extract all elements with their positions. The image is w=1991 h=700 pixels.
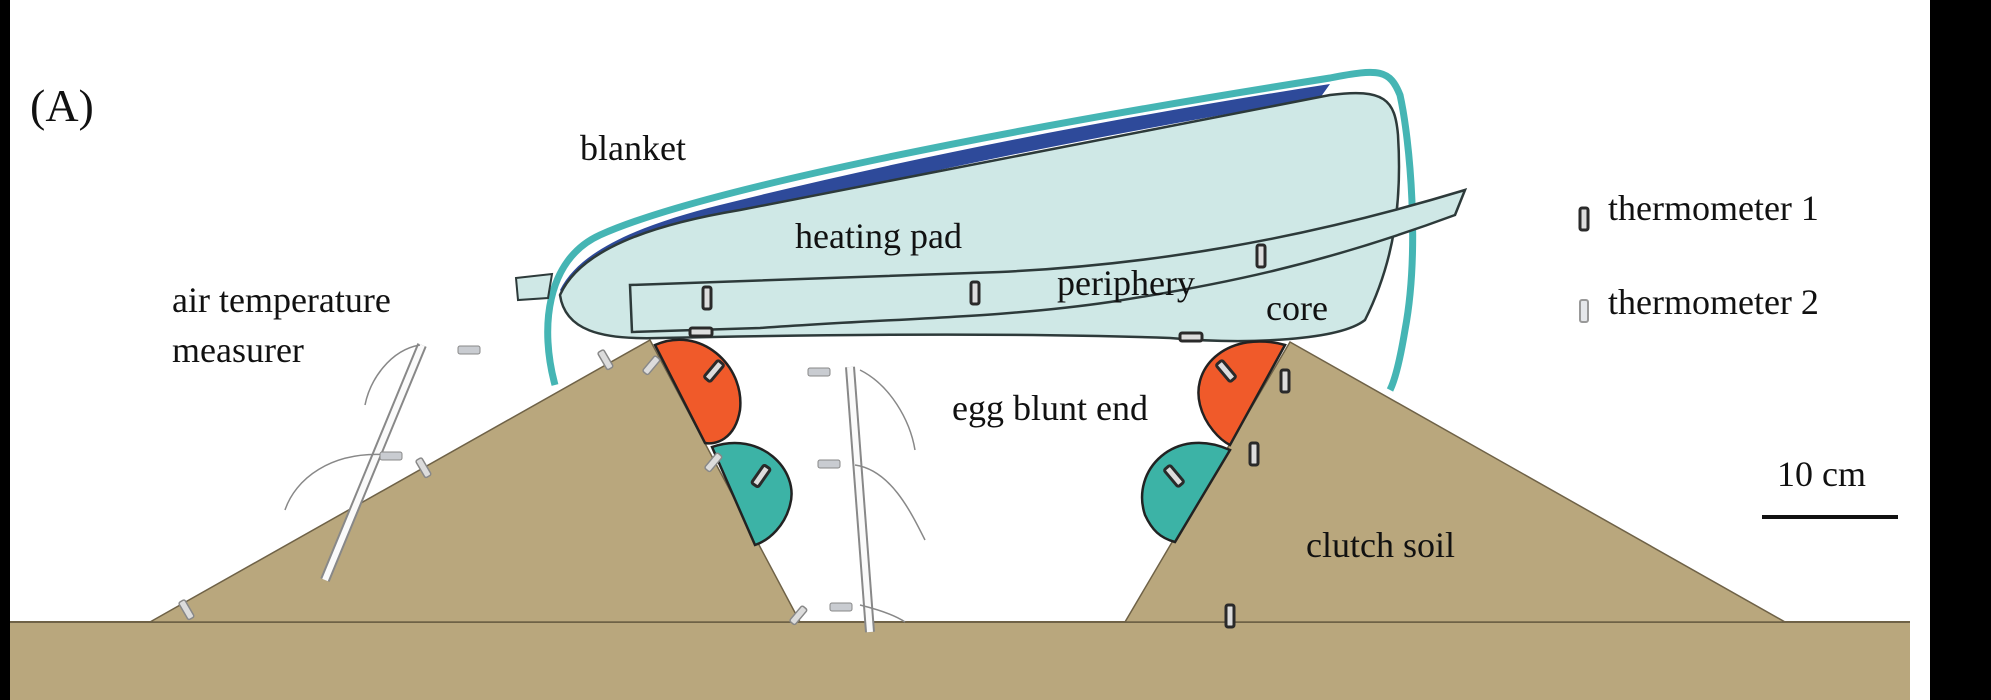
thermometer-1-marker <box>750 463 772 489</box>
thermometer-2-marker <box>829 602 853 612</box>
thermometer-1-marker <box>1215 359 1237 383</box>
thermometer-2-icon <box>1579 299 1589 323</box>
thermometer-1-markers <box>688 243 1291 629</box>
thermometer-1-marker <box>703 359 725 383</box>
egg-lower-left <box>710 441 793 547</box>
label-air-temperature-measurer-1: air temperature <box>172 280 391 320</box>
thermometer-2-marker <box>817 459 841 469</box>
label-egg-blunt-end: egg blunt end <box>952 388 1148 428</box>
right-black-frame <box>1930 0 1991 140</box>
thermometer-1-marker <box>1255 243 1267 269</box>
egg-lower-right <box>1140 441 1232 544</box>
thermometer-1-marker <box>701 285 713 311</box>
legend-thermometer-1-label: thermometer 1 <box>1608 188 1819 228</box>
legend-thermometer-2-label: thermometer 2 <box>1608 282 1819 322</box>
thermometer-1-marker <box>688 326 714 338</box>
air-temperature-measurer-middle <box>807 366 926 633</box>
thermometer-1-marker <box>1279 368 1291 394</box>
ground-soil <box>10 622 1910 700</box>
thermometer-1-marker <box>1163 464 1185 488</box>
thermometer-1-marker <box>969 280 981 306</box>
thermometer-1-marker <box>1224 603 1236 629</box>
label-blanket: blanket <box>580 128 686 168</box>
blanket-tag <box>514 272 554 302</box>
scale-bar-label: 10 cm <box>1777 454 1866 494</box>
label-clutch-soil: clutch soil <box>1306 525 1455 565</box>
label-air-temperature-measurer-2: measurer <box>172 330 304 370</box>
blanket <box>544 68 1417 392</box>
right-black-frame-lower <box>1940 140 1991 700</box>
thermometer-2-surface-markers <box>178 349 808 626</box>
left-clutch-mound <box>147 338 802 623</box>
thermometer-2-marker <box>379 451 403 461</box>
label-periphery: periphery <box>1057 263 1195 303</box>
air-temperature-measurer-left <box>284 343 481 582</box>
thermometer-2-marker <box>807 367 831 377</box>
label-heating-pad: heating pad <box>795 216 962 256</box>
thermometer-2-marker <box>457 345 481 355</box>
thermometer-1-marker <box>1178 331 1204 343</box>
thermometer-1-marker <box>1248 441 1260 467</box>
thermometer-1-icon <box>1578 206 1590 232</box>
label-core: core <box>1266 288 1328 328</box>
periphery-pad <box>628 188 1468 334</box>
left-black-frame <box>0 0 10 700</box>
blanket-inner-layer <box>560 84 1330 300</box>
panel-label: (A) <box>30 80 94 131</box>
